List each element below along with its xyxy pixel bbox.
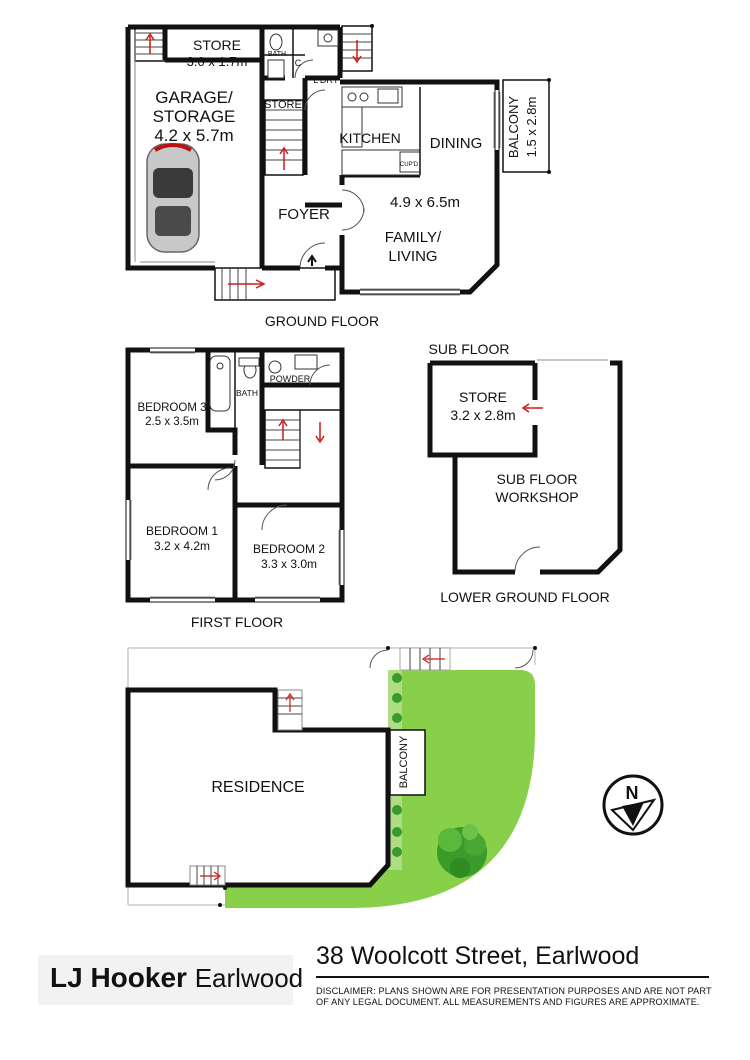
property-address: 38 Woolcott Street, Earlwood (316, 942, 640, 970)
sub-floor-title: SUB FLOOR (429, 341, 510, 357)
site-balcony-label: BALCONY (398, 735, 410, 788)
powder-label: POWDER (270, 374, 311, 384)
foyer-label: FOYER (278, 206, 330, 223)
logo-background (38, 955, 293, 1005)
balcony-ground-dim: 1.5 x 2.8m (524, 97, 539, 158)
sub-store-dim: 3.2 x 2.8m (450, 407, 515, 423)
first-floor-plan: BEDROOM 3 2.5 x 3.5m BATH POWDER BEDROOM… (125, 347, 345, 630)
bedroom3-dim: 2.5 x 3.5m (145, 416, 199, 428)
brand-sub: Earlwood (194, 963, 304, 993)
bath-ground-label: BATH (268, 51, 286, 58)
lower-ground-caption: LOWER GROUND FLOOR (440, 589, 610, 605)
balcony-ground-label: BALCONY (506, 96, 521, 158)
store-mid-label: STORE (264, 99, 302, 111)
bedroom2-label: BEDROOM 2 (253, 542, 325, 556)
residence-label: RESIDENCE (211, 779, 304, 796)
bath-first-label: BATH (236, 388, 258, 398)
ground-floor-plan: STORE 3.0 x 1.7m GARAGE/ STORAGE 4.2 x 5… (125, 24, 551, 329)
sub-store-label: STORE (459, 389, 507, 405)
garage-dim: 4.2 x 5.7m (154, 126, 233, 145)
brand-main: LJ Hooker (50, 962, 187, 993)
laundry-label: L'DRY (313, 75, 339, 85)
footer-divider (316, 976, 709, 978)
family-label-2: LIVING (388, 248, 437, 265)
workshop-label-2: WORKSHOP (495, 489, 578, 505)
store-top-dim: 3.0 x 1.7m (187, 54, 248, 69)
living-dim: 4.9 x 6.5m (390, 194, 460, 211)
ground-floor-caption: GROUND FLOOR (265, 313, 379, 329)
site-plan: RESIDENCE BALCONY (125, 646, 537, 908)
family-label-1: FAMILY/ (385, 229, 442, 246)
bedroom2-dim: 3.3 x 3.0m (261, 557, 317, 571)
car-icon (146, 143, 200, 253)
store-top-label: STORE (193, 37, 241, 53)
compass-icon: N (602, 774, 664, 836)
cupboard-label: CUP'D (400, 162, 419, 168)
disclaimer-text: DISCLAIMER: PLANS SHOWN ARE FOR PRESENTA… (316, 986, 712, 1007)
workshop-label-1: SUB FLOOR (497, 471, 578, 487)
garage-label-2: STORAGE (153, 107, 236, 126)
lower-ground-floor-plan: SUB FLOOR STORE 3.2 x 2.8m SUB FLOOR WOR… (427, 341, 623, 605)
first-floor-caption: FIRST FLOOR (191, 614, 283, 630)
compass-north-letter: N (626, 783, 639, 803)
dining-label: DINING (430, 135, 483, 152)
tree-icon (437, 824, 487, 878)
kitchen-label: KITCHEN (339, 130, 400, 146)
brand-logo: LJ Hooker Earlwood (50, 962, 303, 994)
bedroom3-label: BEDROOM 3 (137, 402, 206, 414)
garage-label-1: GARAGE/ (155, 88, 233, 107)
cupboard-c-label: C (295, 58, 302, 68)
bedroom1-label: BEDROOM 1 (146, 524, 218, 538)
bedroom1-dim: 3.2 x 4.2m (154, 539, 210, 553)
